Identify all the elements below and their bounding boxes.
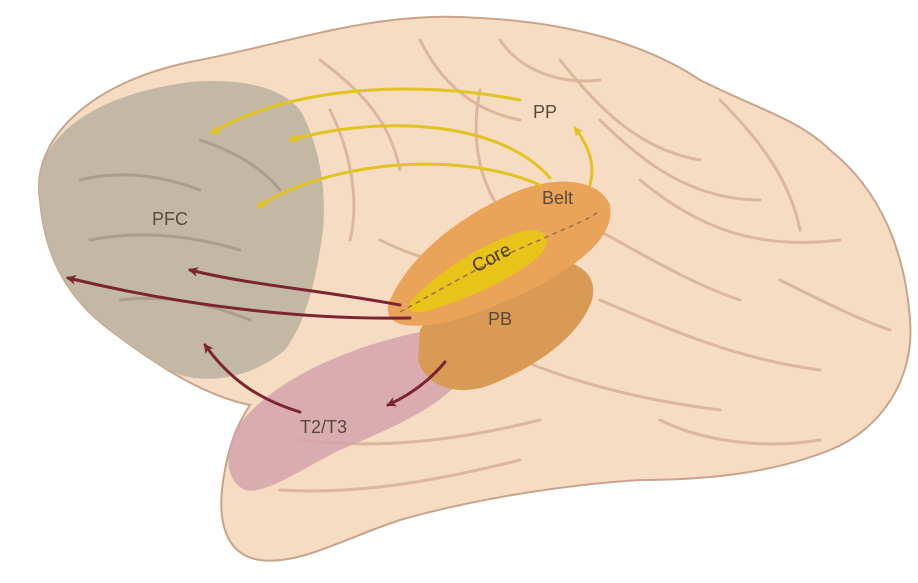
label-pp: PP: [533, 102, 557, 122]
label-t2t3: T2/T3: [300, 417, 347, 437]
pfc-region: [39, 81, 324, 379]
label-pfc: PFC: [152, 209, 188, 229]
label-belt: Belt: [542, 188, 573, 208]
label-pb: PB: [488, 309, 512, 329]
